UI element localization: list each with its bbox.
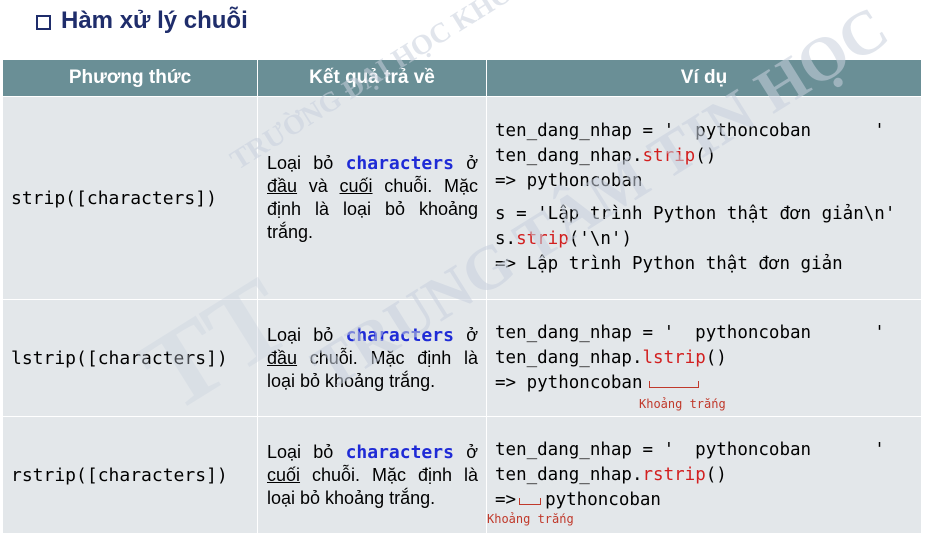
code-line: => Lập trình Python thật đơn giản bbox=[495, 254, 843, 274]
function-name: lstrip bbox=[642, 347, 706, 368]
result-text: chuỗi. Mặc định là loại bỏ khoảng trắng. bbox=[267, 347, 478, 391]
result-text: ở bbox=[453, 324, 478, 345]
result-text: ở bbox=[453, 153, 478, 173]
code-line: s = 'Lập trình Python thật đơn giản\n' bbox=[495, 204, 896, 224]
code-line: ten_dang_nhap.rstrip() bbox=[495, 463, 911, 488]
table-header-row: Phương thức Kết quả trả về Ví dụ bbox=[2, 59, 922, 97]
code-text: ten_dang_nhap. bbox=[495, 464, 643, 485]
whitespace-brace-icon bbox=[519, 497, 542, 505]
code-line: ten_dang_nhap = ' pythoncoban ' bbox=[495, 121, 885, 141]
function-name: strip bbox=[642, 146, 696, 166]
result-text: chuỗi. Mặc định là loại bỏ khoảng trắng. bbox=[267, 464, 478, 508]
method-cell: lstrip([characters]) bbox=[2, 299, 258, 417]
code-line: ten_dang_nhap = ' pythoncoban ' bbox=[495, 439, 885, 460]
code-text: ten_dang_nhap. bbox=[495, 347, 643, 368]
example-cell: ten_dang_nhap = ' pythoncoban ' ten_dang… bbox=[486, 299, 922, 417]
method-cell: strip([characters]) bbox=[2, 96, 258, 300]
checkbox-bullet-icon bbox=[36, 14, 51, 30]
code-text: ten_dang_nhap. bbox=[495, 146, 643, 166]
table-row-strip: strip([characters]) Loại bỏ characters ở… bbox=[2, 96, 922, 300]
whitespace-brace-icon bbox=[648, 380, 699, 388]
table-row-lstrip: lstrip([characters]) Loại bỏ characters … bbox=[2, 299, 922, 417]
code-text: => pythoncoban bbox=[495, 372, 643, 393]
underlined-word: đầu bbox=[267, 176, 298, 196]
result-text: Loại bỏ bbox=[267, 441, 346, 462]
characters-keyword: characters bbox=[345, 324, 454, 346]
code-line: ten_dang_nhap.lstrip() bbox=[495, 346, 911, 371]
function-name: rstrip bbox=[642, 464, 706, 485]
code-text: s. bbox=[495, 229, 517, 249]
code-line: s.strip('\n') bbox=[495, 227, 911, 252]
characters-keyword: characters bbox=[345, 153, 454, 174]
code-text: () bbox=[705, 347, 727, 368]
method-cell: rstrip([characters]) bbox=[2, 416, 258, 534]
code-text: () bbox=[705, 464, 727, 485]
code-text: () bbox=[695, 146, 717, 166]
header-example: Ví dụ bbox=[486, 59, 922, 97]
header-method: Phương thức bbox=[2, 59, 258, 97]
underlined-word: đầu bbox=[267, 347, 298, 368]
whitespace-note: Khoảng trắng bbox=[639, 396, 726, 411]
slide-title-text: Hàm xử lý chuỗi bbox=[61, 7, 248, 34]
result-text: Loại bỏ bbox=[267, 153, 346, 173]
string-methods-table: Phương thức Kết quả trả về Ví dụ strip([… bbox=[2, 59, 922, 534]
table-row-rstrip: rstrip([characters]) Loại bỏ characters … bbox=[2, 416, 922, 534]
code-text: ('\n') bbox=[568, 229, 632, 249]
result-text: chuỗi. Mặc định là loại bỏ khoảng trắng. bbox=[267, 176, 478, 242]
underlined-word: cuối bbox=[339, 176, 373, 196]
underlined-word: cuối bbox=[267, 464, 301, 485]
result-text: Loại bỏ bbox=[267, 324, 346, 345]
code-text: pythoncoban bbox=[545, 489, 661, 510]
code-line: ten_dang_nhap = ' pythoncoban ' bbox=[495, 322, 885, 343]
function-name: strip bbox=[516, 229, 569, 249]
result-text: ở bbox=[453, 441, 478, 462]
example-cell: ten_dang_nhap = ' pythoncoban ' ten_dang… bbox=[486, 96, 922, 300]
header-result: Kết quả trả về bbox=[257, 59, 487, 97]
example-cell: ten_dang_nhap = ' pythoncoban ' ten_dang… bbox=[486, 416, 922, 534]
code-text: => bbox=[495, 489, 517, 510]
code-line: => pythoncoban bbox=[495, 171, 643, 191]
characters-keyword: characters bbox=[345, 441, 454, 463]
result-cell: Loại bỏ characters ở đầu chuỗi. Mặc định… bbox=[257, 299, 487, 417]
result-text: và bbox=[297, 176, 340, 196]
code-line: ten_dang_nhap.strip() bbox=[495, 144, 911, 169]
result-cell: Loại bỏ characters ở đầu và cuối chuỗi. … bbox=[257, 96, 487, 300]
slide-title: Hàm xử lý chuỗi bbox=[36, 4, 248, 38]
result-cell: Loại bỏ characters ở cuối chuỗi. Mặc địn… bbox=[257, 416, 487, 534]
